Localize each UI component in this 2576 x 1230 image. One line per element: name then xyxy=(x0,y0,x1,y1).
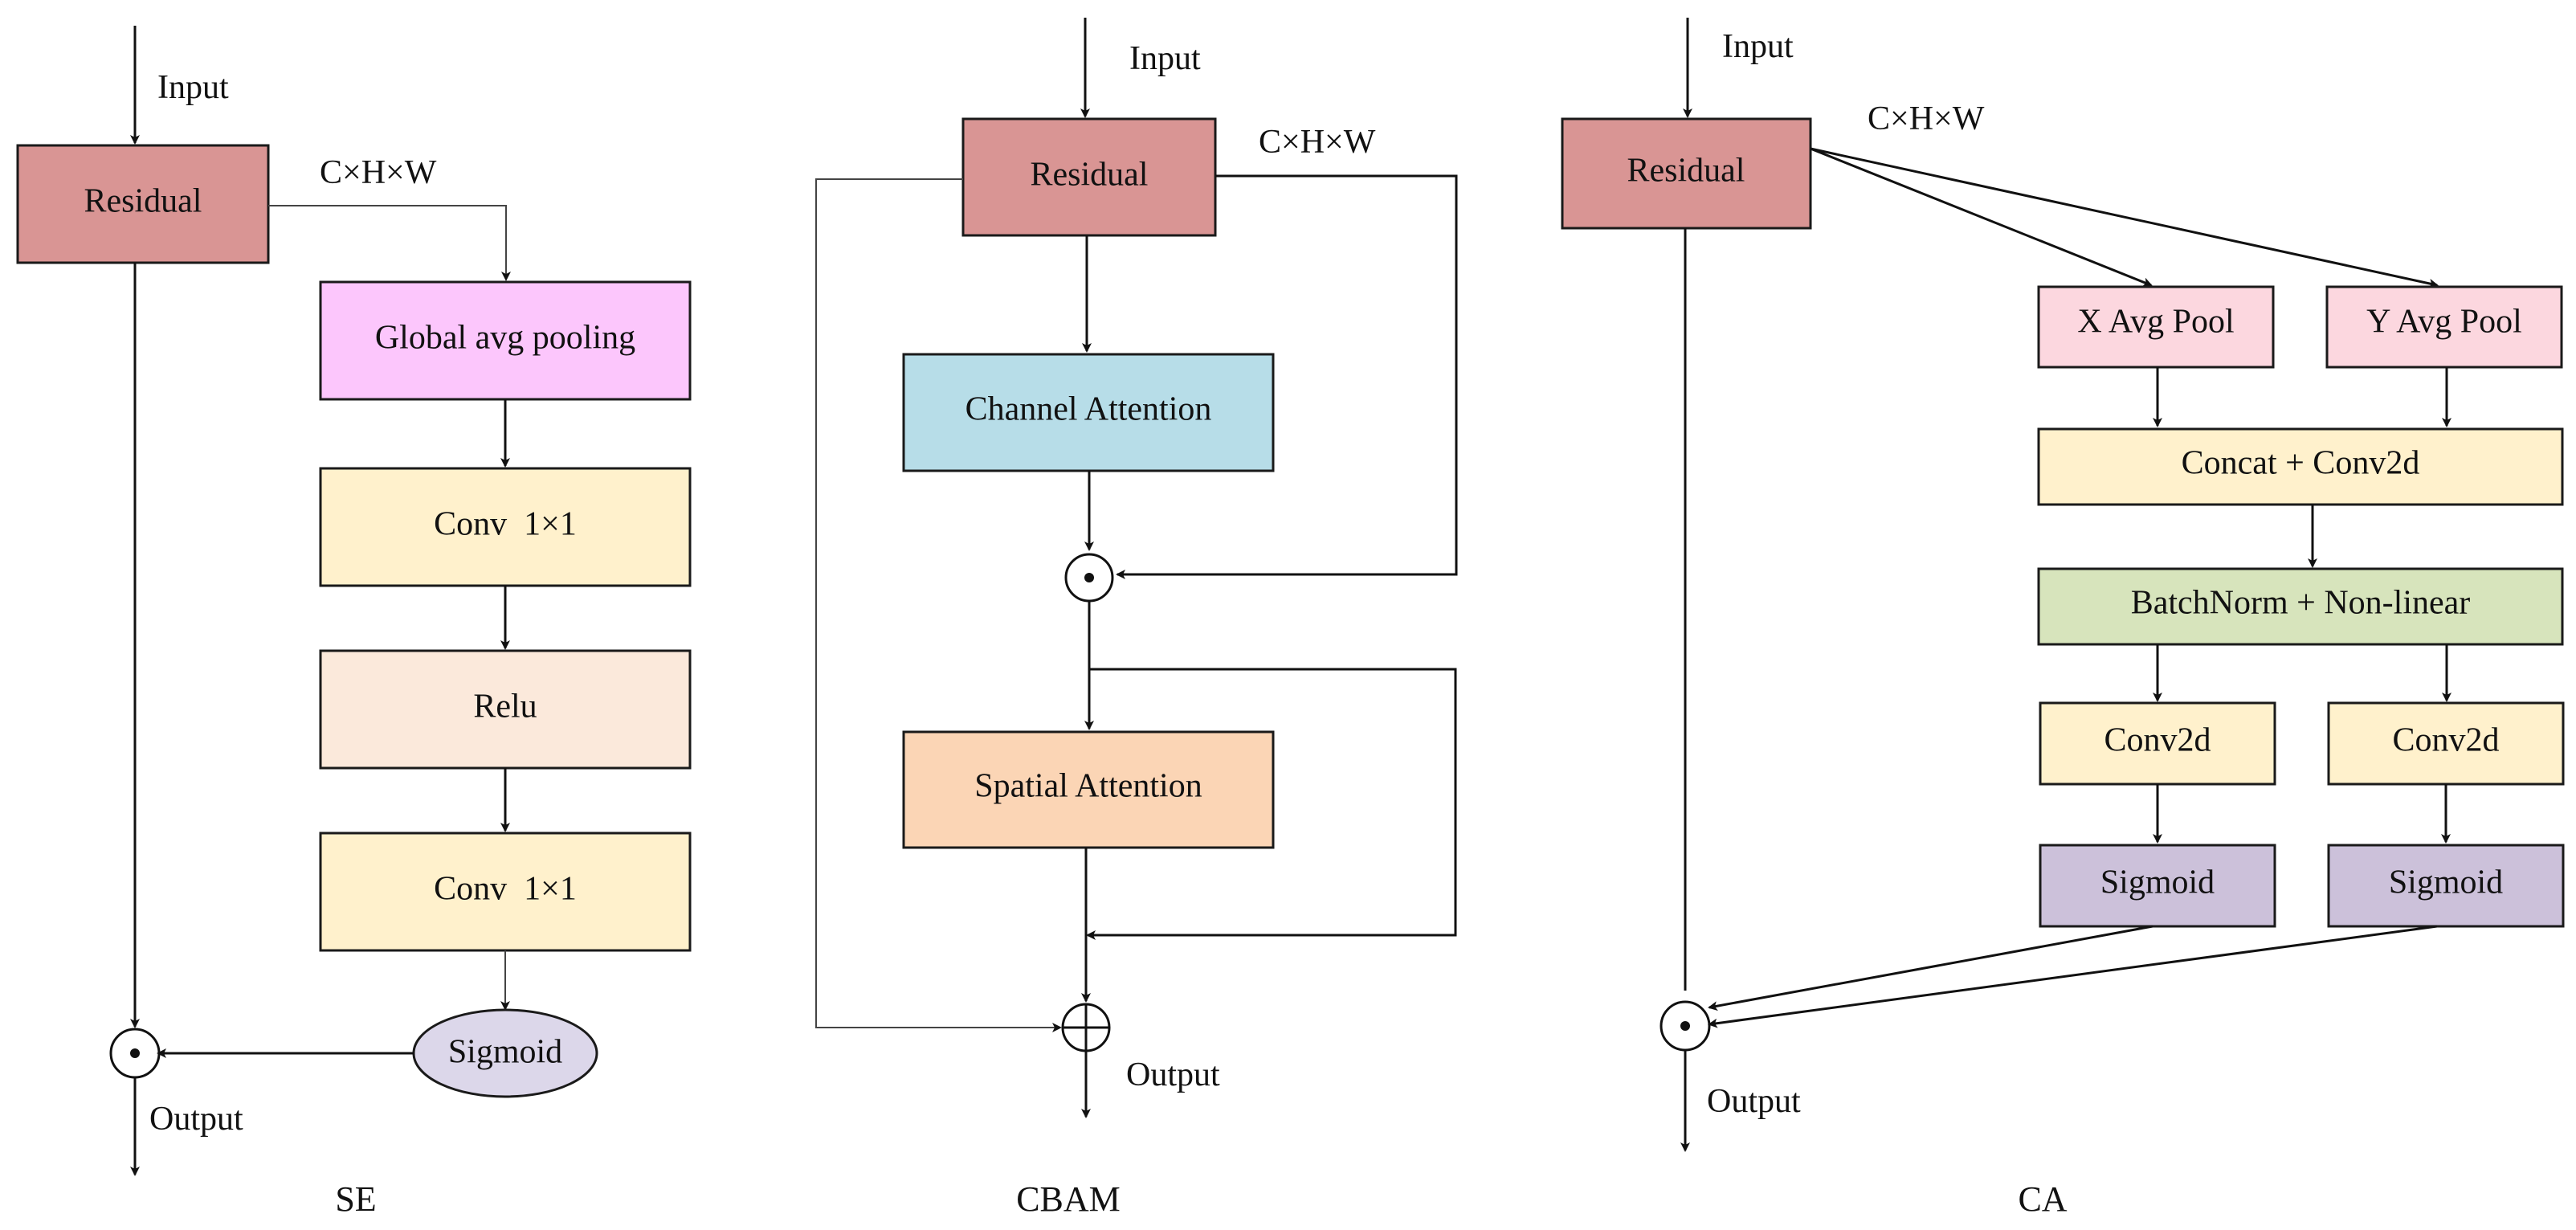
ca-sigmoid-right-label: Sigmoid xyxy=(2389,864,2503,901)
ca-residual-label: Residual xyxy=(1627,153,1745,190)
ca-batchnorm-label: BatchNorm + Non-linear xyxy=(2131,585,2471,622)
se-input-label: Input xyxy=(157,69,229,106)
ca-xpool-label: X Avg Pool xyxy=(2077,304,2234,341)
se-pooling-box xyxy=(319,280,692,401)
se-multiply-dot xyxy=(130,1048,140,1058)
cbam-residual-box xyxy=(961,117,1217,237)
cbam-skip-residual-add xyxy=(815,178,1062,1032)
cbam-spatial-attention-box xyxy=(902,730,1275,849)
ca-arrow-sig-left-multiply xyxy=(1708,925,2153,1011)
cbam-output-label: Output xyxy=(1126,1056,1220,1093)
ca-xpool-box xyxy=(2037,285,2275,369)
ca-caption: CA xyxy=(2018,1179,2067,1219)
se-residual-label: Residual xyxy=(84,183,202,220)
ca-concat-label: Concat + Conv2d xyxy=(2182,445,2420,482)
ca-arrow-sig-right-multiply xyxy=(1708,925,2438,1028)
ca-module: Input Residual C×H×W X Avg Pool Y Avg Po… xyxy=(1561,18,2565,1219)
se-conv1-label: Conv 1×1 xyxy=(434,506,577,543)
cbam-multiply-dot xyxy=(1084,573,1094,582)
cbam-skip-multiply-spatial xyxy=(1086,668,1457,940)
ca-conv-right-label: Conv2d xyxy=(2392,722,2499,759)
cbam-module: Input Residual C×H×W Channel Attention S… xyxy=(815,18,1458,1219)
se-caption: SE xyxy=(335,1179,376,1219)
ca-conv-right-box xyxy=(2327,701,2565,786)
ca-output-label: Output xyxy=(1707,1083,1801,1120)
se-relu-label: Relu xyxy=(473,689,537,725)
ca-multiply-dot xyxy=(1680,1021,1690,1031)
ca-batchnorm-box xyxy=(2037,567,2564,646)
se-shape-label: C×H×W xyxy=(320,154,437,191)
se-output-label: Output xyxy=(149,1101,243,1138)
ca-conv-left-label: Conv2d xyxy=(2104,722,2211,759)
se-conv2-box xyxy=(319,832,692,952)
cbam-channel-attention-label: Channel Attention xyxy=(965,391,1212,428)
se-conv1-box xyxy=(319,467,692,587)
se-branch-connector xyxy=(268,205,511,281)
se-sigmoid-label: Sigmoid xyxy=(448,1034,562,1071)
cbam-channel-attention-box xyxy=(902,353,1275,472)
cbam-residual-label: Residual xyxy=(1031,157,1149,194)
ca-conv-left-box xyxy=(2039,701,2276,786)
ca-arrow-res-xpool xyxy=(1810,147,2153,287)
ca-concat-box xyxy=(2037,427,2564,506)
cbam-caption: CBAM xyxy=(1016,1179,1121,1219)
se-module: Input Residual C×H×W Global avg pooling … xyxy=(16,26,692,1219)
se-conv2-label: Conv 1×1 xyxy=(434,871,577,908)
ca-sigmoid-left-label: Sigmoid xyxy=(2100,864,2215,901)
se-residual-box xyxy=(16,144,270,264)
ca-shape-label: C×H×W xyxy=(1868,100,1985,137)
ca-sigmoid-right-box xyxy=(2327,844,2565,928)
cbam-input-label: Input xyxy=(1129,40,1201,77)
cbam-shape-label: C×H×W xyxy=(1259,124,1376,161)
cbam-skip-residual-multiply xyxy=(1116,174,1458,579)
ca-ypool-box xyxy=(2325,285,2563,369)
ca-sigmoid-left-box xyxy=(2039,844,2276,928)
ca-input-label: Input xyxy=(1722,28,1794,65)
ca-arrow-res-ypool xyxy=(1810,147,2439,288)
se-pooling-label: Global avg pooling xyxy=(375,320,635,357)
ca-ypool-label: Y Avg Pool xyxy=(2366,304,2522,341)
cbam-spatial-attention-label: Spatial Attention xyxy=(974,768,1202,805)
